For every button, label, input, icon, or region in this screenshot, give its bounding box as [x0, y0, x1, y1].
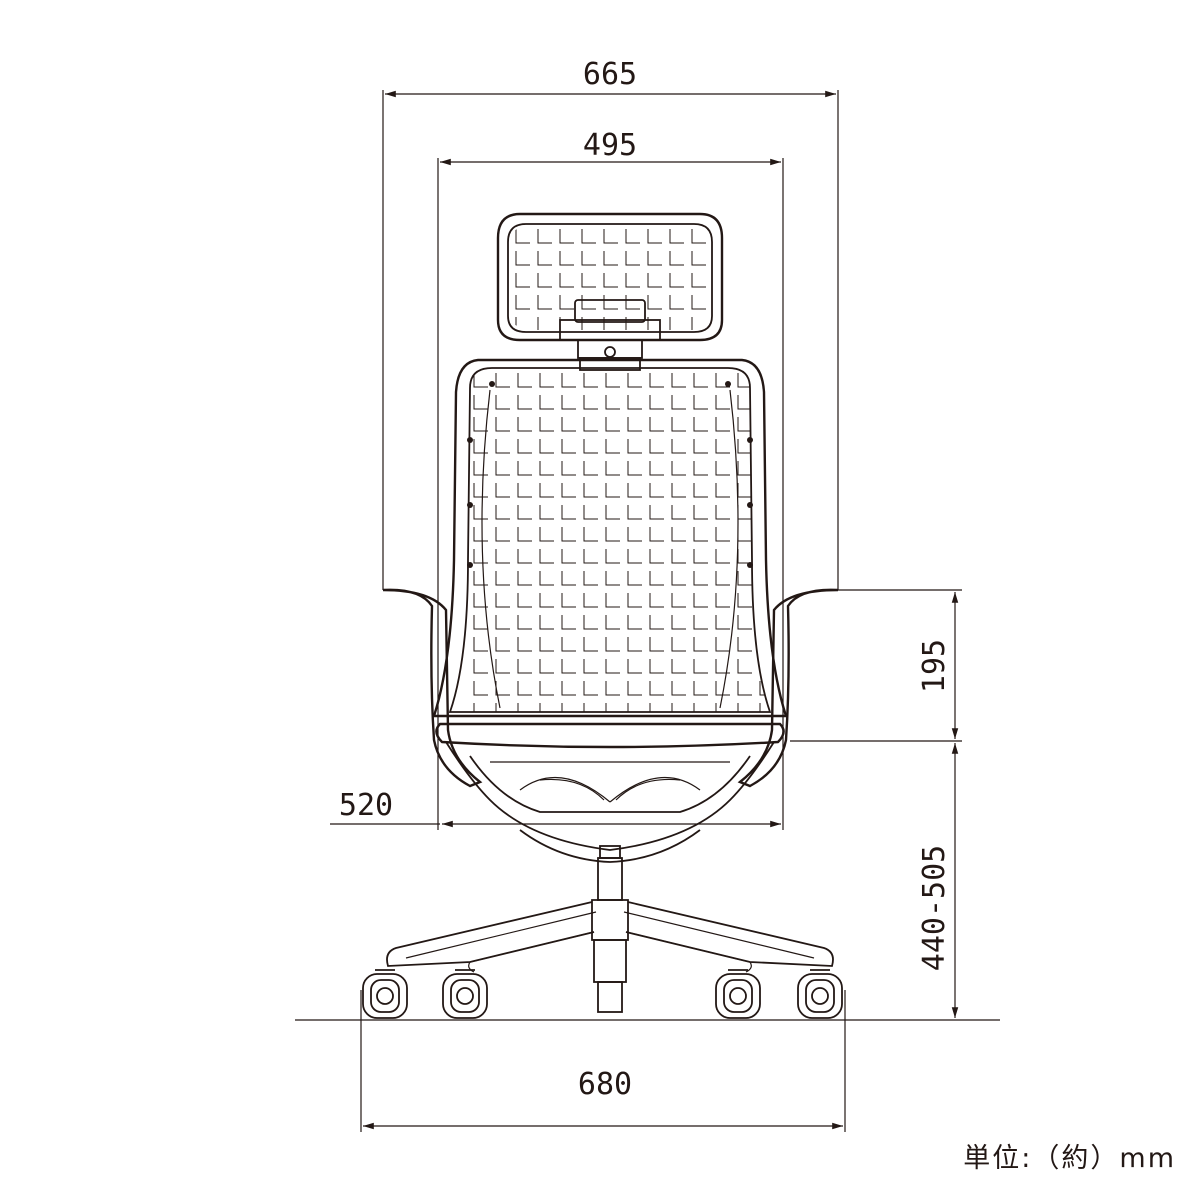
dim-seat-height: 440-505 [917, 743, 959, 1018]
caster-wheel [362, 969, 408, 1019]
dim-label-seat-width: 520 [339, 788, 393, 823]
headrest [496, 212, 724, 371]
dim-back-width: 495 [437, 128, 784, 830]
caster-wheel [715, 969, 761, 1019]
dim-label-overall-width: 665 [583, 57, 637, 92]
dim-armrest-height: 195 [790, 589, 962, 742]
dim-label-seat-height: 440-505 [917, 845, 952, 971]
chair-base [386, 845, 834, 1013]
dim-label-back-width: 495 [583, 128, 637, 163]
dim-base-width: 680 [360, 990, 846, 1132]
caster-wheel [442, 969, 488, 1019]
dim-label-base-width: 680 [578, 1067, 632, 1102]
dim-overall-width: 665 [382, 57, 839, 590]
armrest-left [382, 588, 483, 788]
unit-note: 単位:（約）mm [963, 1143, 1176, 1174]
backrest [432, 358, 788, 718]
seat [435, 722, 785, 863]
chair [362, 212, 843, 1019]
dim-label-armrest-height: 195 [917, 639, 952, 693]
dim-seat-width: 520 [330, 788, 781, 828]
caster-wheel [797, 969, 843, 1019]
casters [362, 969, 843, 1019]
armrest-right [737, 588, 839, 788]
